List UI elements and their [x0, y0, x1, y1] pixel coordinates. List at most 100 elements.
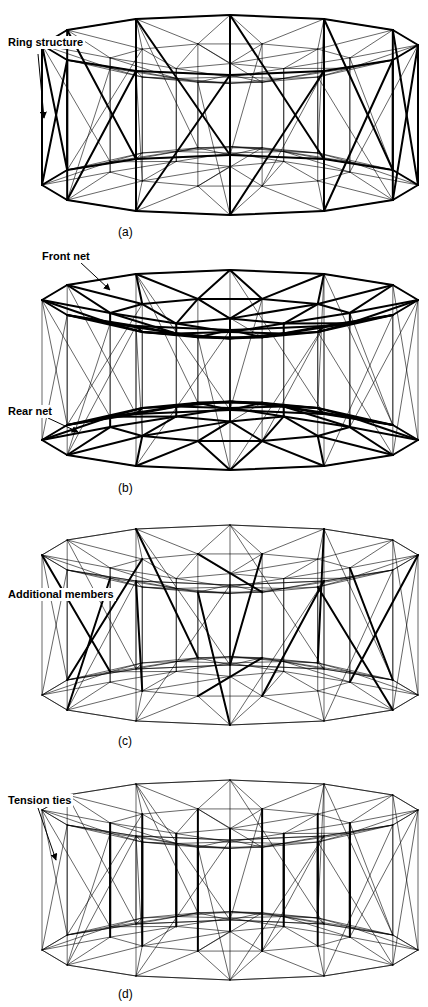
net-member — [142, 842, 230, 848]
ring-member — [324, 825, 393, 976]
net-member — [230, 976, 324, 980]
net-member — [318, 30, 393, 49]
net-member — [175, 324, 177, 334]
ring-member — [324, 159, 393, 170]
net-member — [142, 299, 198, 304]
net-member — [67, 570, 110, 578]
ring-member — [393, 795, 418, 950]
net-member — [318, 946, 324, 976]
additional-member — [42, 810, 110, 927]
additional-member — [350, 555, 418, 682]
ring-member — [392, 30, 394, 170]
net-member — [42, 185, 67, 200]
net-member — [262, 416, 284, 441]
figure-label: (a) — [116, 226, 135, 239]
additional-member — [318, 784, 324, 918]
ring-member — [324, 784, 393, 935]
net-member — [318, 181, 393, 200]
net-member — [67, 436, 142, 455]
net-member — [142, 152, 176, 153]
ring-member — [393, 540, 418, 555]
net-member — [176, 663, 230, 671]
ring-member — [230, 155, 324, 159]
additional-member — [318, 274, 324, 408]
ring-member — [324, 455, 393, 466]
net-member — [324, 60, 393, 71]
net-member — [136, 274, 142, 304]
ring-member — [136, 71, 230, 75]
net-member — [136, 784, 142, 814]
ring-member — [67, 455, 136, 466]
net-member — [67, 200, 136, 211]
net-member — [230, 407, 284, 408]
net-member — [110, 68, 176, 78]
net-member — [176, 842, 230, 843]
net-member — [283, 324, 285, 334]
ring-member — [67, 71, 136, 200]
net-member — [230, 912, 318, 918]
net-member — [136, 951, 198, 976]
ring-member — [67, 19, 136, 30]
net-member — [262, 946, 318, 951]
net-member — [42, 695, 67, 710]
net-member — [176, 926, 230, 931]
net-member — [350, 682, 393, 710]
net-member — [318, 274, 324, 304]
net-member — [142, 436, 198, 441]
net-member — [198, 270, 230, 299]
net-member — [136, 211, 230, 215]
net-member — [176, 917, 230, 918]
net-member — [142, 814, 176, 834]
net-member — [110, 568, 176, 579]
ring-member — [67, 30, 136, 159]
net-member — [67, 315, 142, 332]
ring-member — [230, 71, 324, 215]
net-member — [229, 319, 231, 332]
net-member — [136, 270, 230, 274]
ring-member — [230, 270, 324, 414]
structure-panel — [42, 270, 418, 470]
net-member — [198, 402, 230, 403]
net-member — [318, 304, 350, 313]
additional-member — [318, 77, 393, 200]
ring-member — [393, 795, 418, 810]
tension-tie — [142, 49, 143, 153]
ring-member — [230, 71, 324, 75]
additional-member — [350, 313, 393, 425]
net-member — [136, 525, 230, 529]
net-member — [284, 662, 350, 683]
ring-member — [42, 60, 67, 185]
net-member — [318, 682, 350, 691]
ring-member — [393, 30, 418, 45]
ring-member — [42, 540, 67, 555]
tension-tie — [197, 809, 199, 913]
net-member — [176, 416, 230, 421]
net-member — [230, 15, 324, 19]
net-member — [324, 529, 393, 540]
ring-member — [324, 825, 393, 836]
additional-member — [198, 592, 230, 725]
net-member — [284, 322, 350, 324]
leader-arrow — [38, 808, 56, 860]
net-member — [142, 662, 176, 663]
ring-member — [135, 19, 137, 159]
net-member — [110, 671, 176, 672]
ring-member — [230, 840, 231, 980]
ring-member — [42, 555, 67, 680]
net-member — [262, 44, 318, 49]
net-member — [176, 829, 230, 834]
ring-member — [324, 60, 393, 211]
additional-member — [318, 332, 393, 455]
net-member — [67, 825, 110, 833]
net-member — [175, 407, 177, 417]
net-member — [142, 407, 176, 408]
ring-member — [230, 270, 231, 410]
net-member — [284, 77, 318, 78]
net-member — [318, 946, 393, 965]
net-member — [324, 710, 393, 721]
net-member — [67, 285, 142, 304]
ring-member — [230, 585, 231, 725]
additional-member — [262, 581, 324, 696]
net-member — [67, 159, 136, 170]
net-member — [262, 951, 324, 976]
